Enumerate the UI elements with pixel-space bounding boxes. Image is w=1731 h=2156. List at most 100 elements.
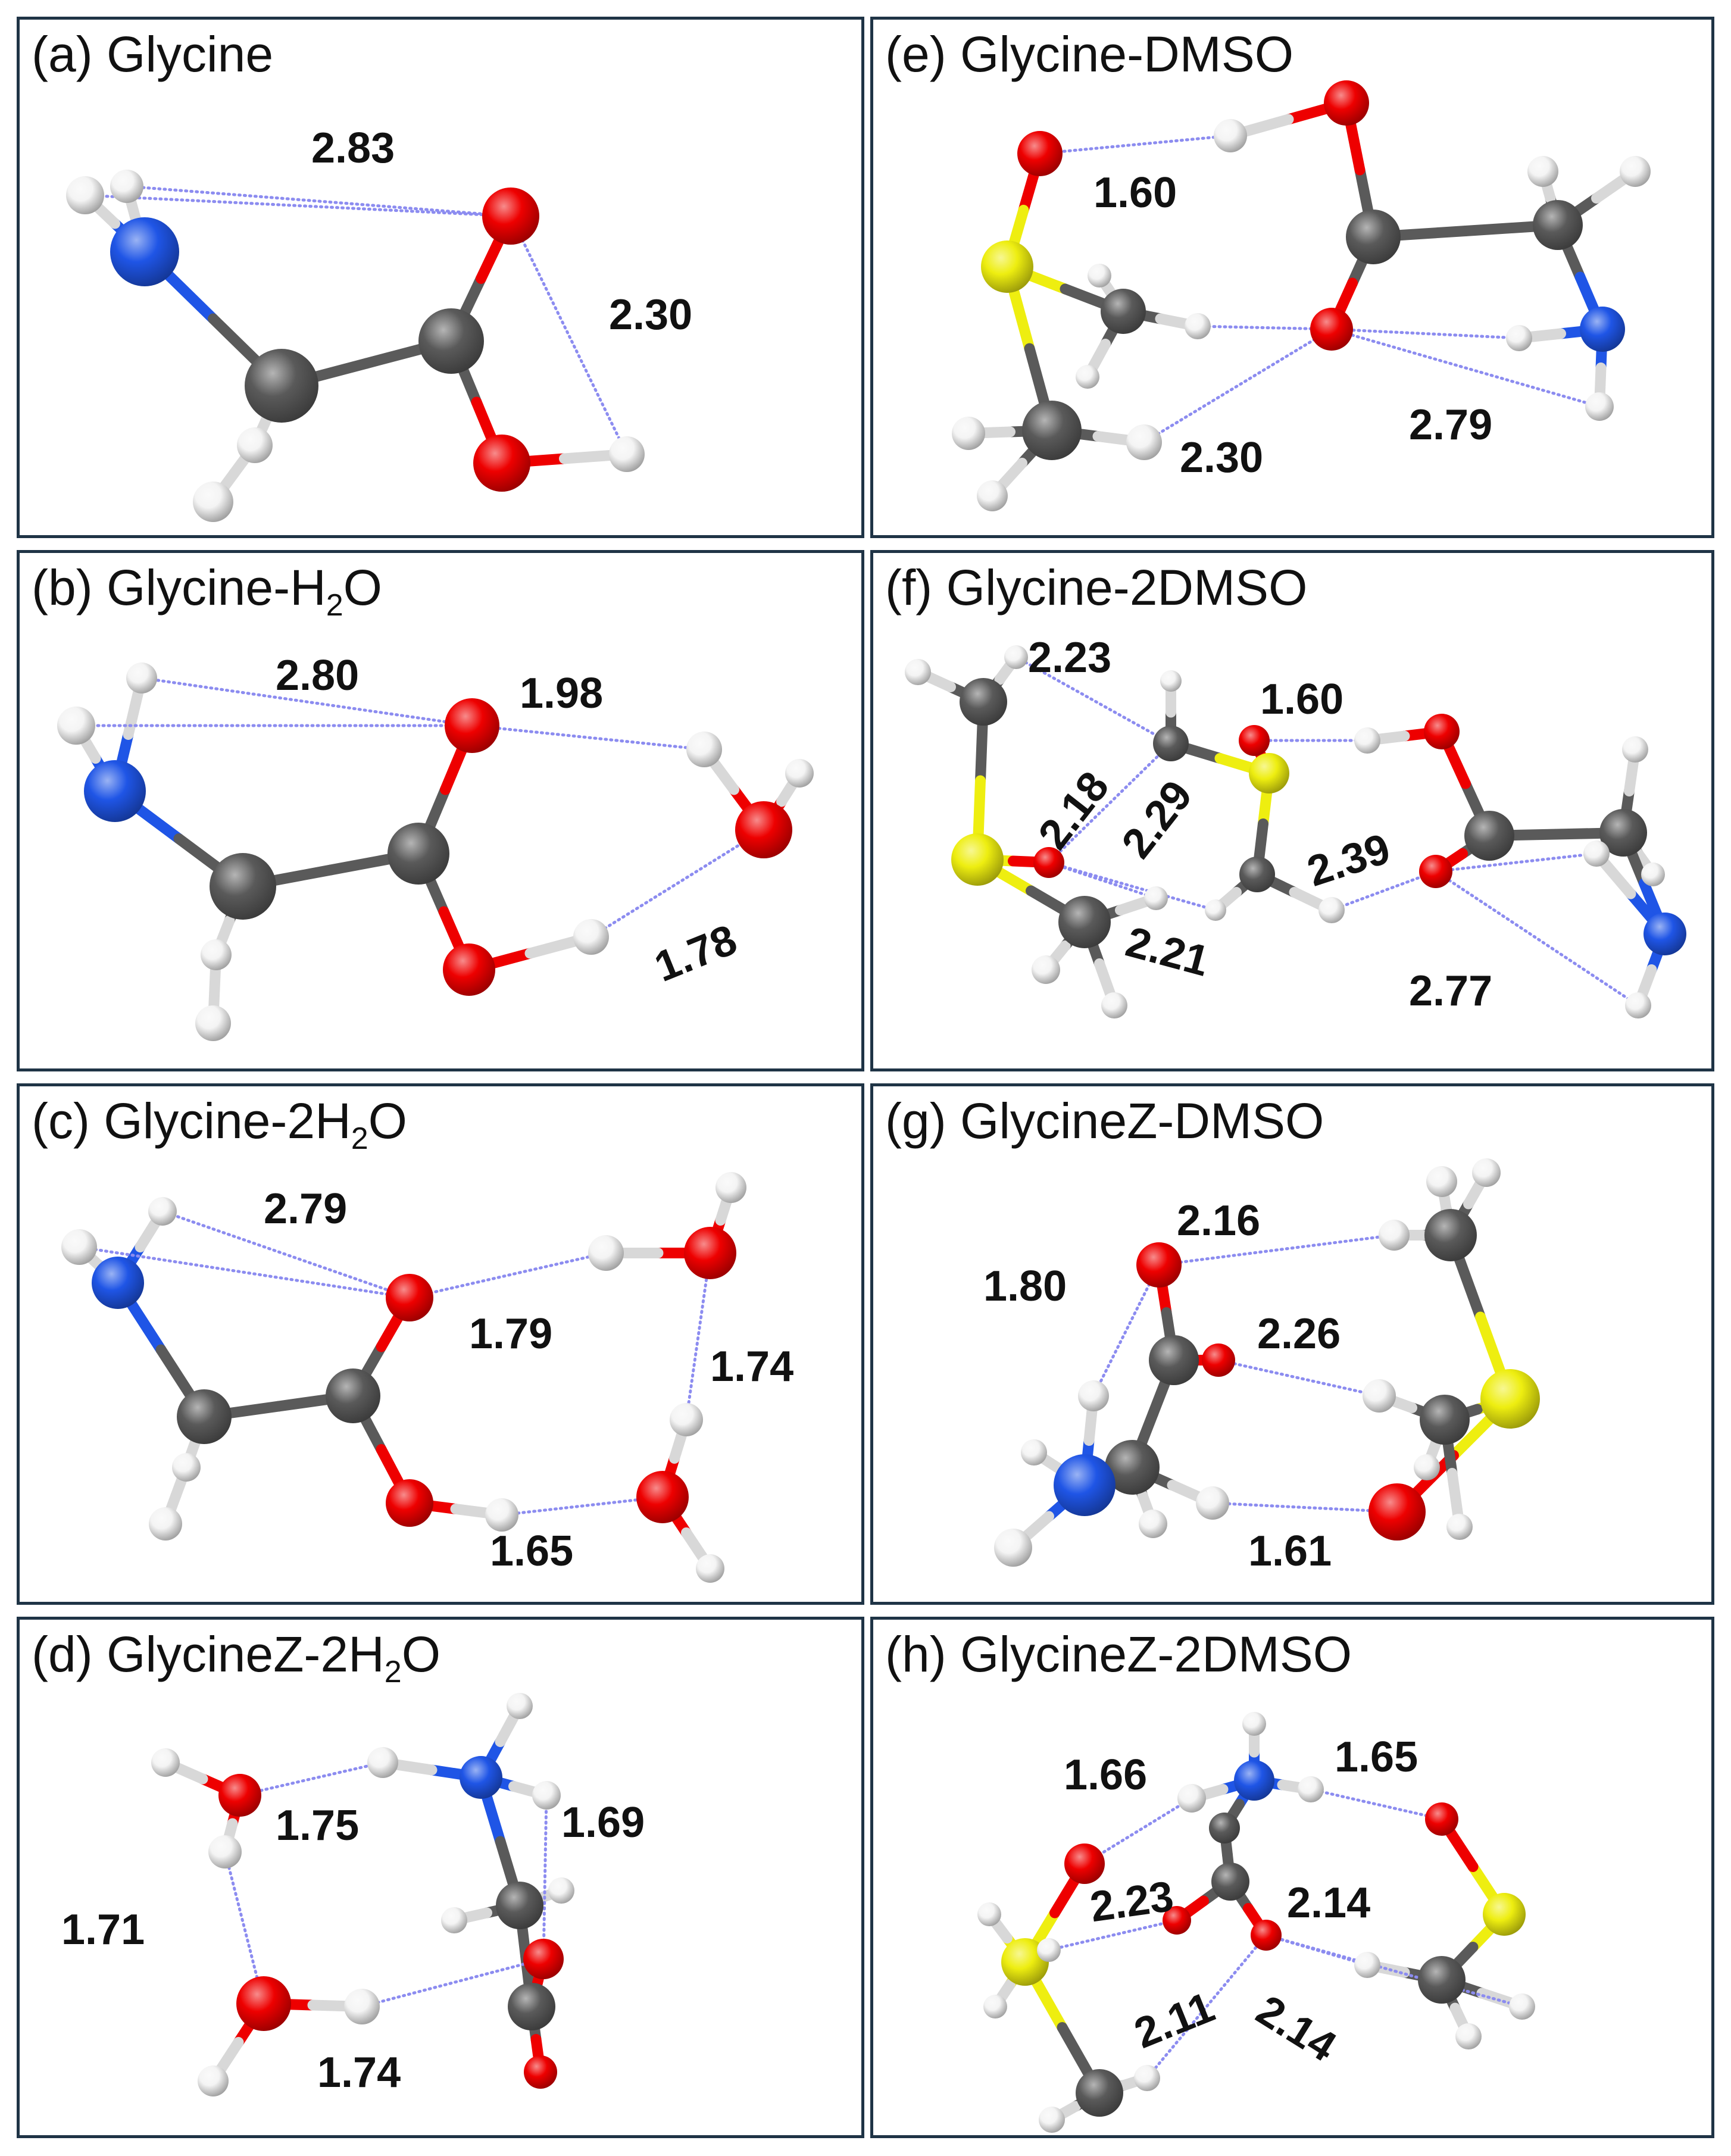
hydrogen-bond [589,828,765,939]
distance-label: 2.23 [1028,634,1111,682]
hydrogen-atom [715,1172,746,1203]
molecule-glycinez-2dmso: 1.66 1.65 2.23 2.14 2.11 2.14 [977,1712,1535,2133]
hydrogen-atom [1196,1486,1229,1520]
distance-label: 2.16 [1177,1197,1260,1245]
distance-label: 1.74 [710,1343,793,1391]
nitrogen-atom [92,1257,144,1309]
atoms [952,80,1651,511]
oxygen-atom [1064,1843,1105,1884]
hydrogen-atom [1583,840,1610,867]
carbon-atom [1420,1395,1470,1445]
hydrogen-atom [441,1907,467,1933]
atoms [994,1158,1540,1567]
hydrogen-bond [1157,1233,1396,1267]
carbon-atom [1105,1440,1160,1495]
hydrogen-bond [1196,324,1333,331]
hydrogen-bond [1083,1796,1193,1866]
hydrogen-atom [905,659,931,685]
carbon-atom [1076,2069,1123,2117]
hydrogen-atom [609,436,645,472]
distance-label: 2.79 [264,1185,347,1233]
oxygen-atom [1368,1483,1426,1541]
distance-label: 1.74 [317,2049,401,2096]
panel-a: (a) Glycine 2.83 2.30 [17,17,864,538]
hydrogen-atom [367,1747,398,1778]
oxygen-atom [523,1939,564,1979]
oxygen-atom [443,943,495,996]
hydrogen-bond [1330,327,1601,408]
hydrogen-atom [1004,645,1028,669]
hydrogen-bonds [1047,1788,1524,2080]
nitrogen-atom [84,760,146,822]
atoms [61,1172,746,1583]
hydrogen-atom [1101,992,1127,1018]
hydrogen-atom [1076,365,1099,389]
hydrogen-atom [1318,897,1345,923]
hydrogen-bond [1145,1933,1268,2080]
carbon-atom [1424,1209,1477,1261]
hydrogen-atom [1414,1454,1440,1480]
atoms [66,170,645,522]
panel-title-subscript: 2 [351,1121,368,1156]
oxygen-atom [1425,1802,1458,1836]
carbon-atom [1464,811,1514,861]
oxygen-atom [735,801,792,858]
hydrogen-bonds [1014,655,1640,1007]
panel-title-suffix: O [343,560,382,615]
sulfur-atom [1480,1369,1540,1429]
hydrogen-bond [1330,870,1438,912]
atoms [151,1693,574,2096]
carbon-atom [1211,1863,1249,1901]
molecule-glycinez-dmso: 2.16 1.80 2.26 1.61 [983,1158,1540,1575]
hydrogen-atom [588,1235,624,1271]
hydrogen-bond [1092,1263,1161,1398]
hydrogen-atom [1242,1712,1266,1736]
hydrogen-bond [1217,1358,1381,1398]
hydrogen-atom [670,1403,703,1436]
hydrogen-atom [1363,1379,1396,1413]
hydrogen-atom [977,480,1008,511]
molecule-glycine-2dmso: 2.23 1.60 2.18 2.29 2.39 2.21 2.77 [905,634,1686,1018]
distance-label: 1.60 [1093,169,1177,217]
panel-h: (h) GlycineZ-2DMSO 1.66 1.65 2.23 2.14 2… [870,1617,1714,2138]
hydrogen-atom [148,1197,177,1226]
hydrogen-bond [140,676,474,727]
nitrogen-atom [460,1756,502,1799]
panel-title: (d) GlycineZ-2H2O [32,1629,440,1688]
hydrogen-bond [1211,1501,1399,1514]
hydrogen-bonds [223,1761,548,2008]
hydrogen-atom [1177,1784,1206,1813]
hydrogen-atom [172,1453,201,1482]
oxygen-atom [684,1227,736,1279]
distance-label: 2.77 [1409,967,1492,1015]
hydrogen-atom [1160,670,1182,692]
hydrogen-atom [1426,1166,1457,1197]
hydrogen-atom [1354,727,1380,754]
panel-title-subscript: 2 [326,588,343,623]
panel-d: (d) GlycineZ-2H2O 1.75 1.69 1.71 1.74 [17,1617,864,2138]
oxygen-atom [1163,1906,1191,1935]
hydrogen-bond [1434,852,1598,873]
hydrogen-atom [1379,1220,1410,1251]
hydrogen-atom [983,1995,1007,2018]
panel-title-text: (f) Glycine-2DMSO [885,560,1308,615]
carbon-atom [1101,289,1146,334]
hydrogen-bond [1038,134,1232,155]
distance-label: 2.14 [1248,1986,1344,2071]
carbon-atom [418,308,484,374]
oxygen-atom [1136,1242,1182,1288]
carbon-atom [508,1983,555,2030]
hydrogen-atom [110,170,143,203]
carbon-atom [1599,809,1647,857]
carbon-atom [1533,200,1583,250]
panel-title: (h) GlycineZ-2DMSO [885,1629,1352,1688]
carbon-atom [1418,1956,1466,2004]
hydrogen-atom [1185,313,1211,339]
hydrogen-atom [1622,736,1648,763]
carbon-atom [1209,1813,1240,1843]
hydrogen-bond [1330,327,1521,340]
hydrogen-atom [193,482,233,522]
distance-label: 2.79 [1409,401,1492,449]
panel-title-text: (d) GlycineZ-2H [32,1626,385,1682]
distance-label: 1.61 [1248,1527,1332,1575]
